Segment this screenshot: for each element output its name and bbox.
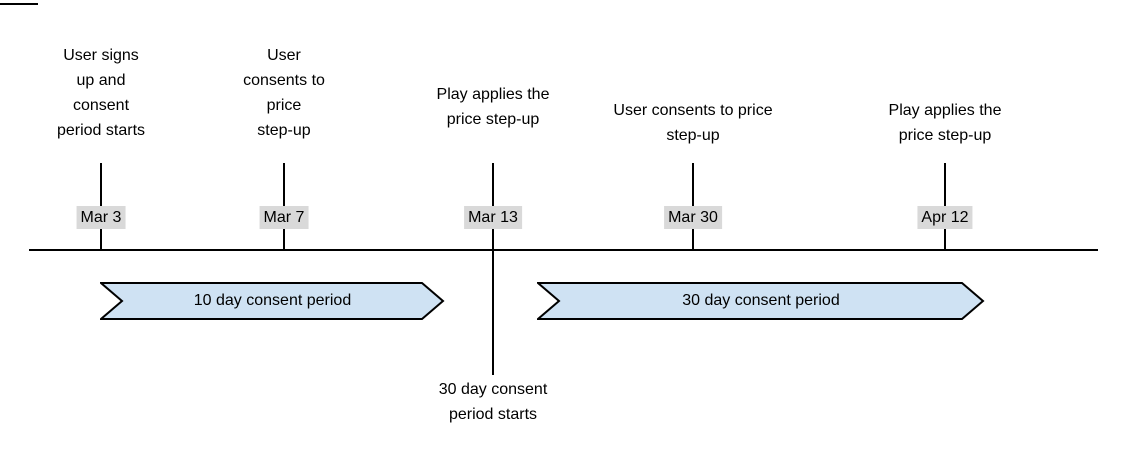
timeline-axis xyxy=(29,249,1098,251)
note-30-day-period-starts: 30 day consent period starts xyxy=(438,381,548,423)
period-label-10-day: 10 day consent period xyxy=(193,292,352,309)
period-arrow-30-day: 30 day consent period xyxy=(537,282,985,320)
date-badge-mar-30: Mar 30 xyxy=(664,206,722,229)
date-badge-mar-3: Mar 3 xyxy=(76,206,126,229)
event-label-signup: User signs up and consent period starts xyxy=(56,47,146,139)
event-label-apply-2: Play applies the price step-up xyxy=(888,102,1002,144)
event-label-consent-2: User consents to price step-up xyxy=(613,102,773,144)
date-badge-apr-12: Apr 12 xyxy=(917,206,973,229)
period-arrow-10-day: 10 day consent period xyxy=(100,282,445,320)
top-left-edge-line xyxy=(0,3,38,5)
chevron-arrow-shape xyxy=(100,282,445,320)
event-label-apply-1: Play applies the price step-up xyxy=(436,86,550,128)
chevron-arrow-shape xyxy=(537,282,985,320)
date-badge-mar-7: Mar 7 xyxy=(259,206,309,229)
date-badge-mar-13: Mar 13 xyxy=(464,206,522,229)
period-label-30-day: 30 day consent period xyxy=(682,292,840,309)
tick-mar-13-extension xyxy=(492,250,494,375)
event-label-consent-1: User consents to price step-up xyxy=(243,47,325,139)
